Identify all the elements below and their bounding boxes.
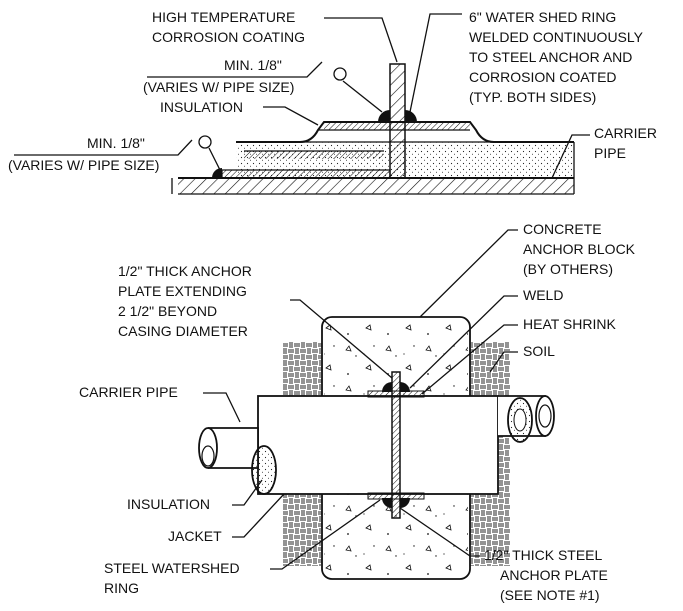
weld-upper-label-1: MIN. 1/8" — [224, 57, 282, 73]
weld-top-right — [405, 110, 417, 122]
weld-lower-label-1: MIN. 1/8" — [87, 135, 145, 151]
ring-label-1: 6" WATER SHED RING — [469, 9, 616, 25]
steel-plate-label-3: (SEE NOTE #1) — [500, 587, 600, 603]
concrete-label-1: CONCRETE — [523, 221, 602, 237]
casing — [257, 395, 499, 495]
ring-label-4: CORROSION COATED — [469, 69, 617, 85]
weld-bottom-left — [212, 168, 222, 178]
plate-label-1: 1/2" THICK ANCHOR — [118, 263, 252, 279]
carrier-pipe-wall — [178, 178, 574, 194]
weld-label: WELD — [523, 287, 563, 303]
anchor-plate-vertical — [391, 371, 401, 519]
coating-label-1: HIGH TEMPERATURE — [152, 9, 295, 25]
carrier-pipe-label: CARRIER PIPE — [79, 384, 178, 400]
concrete-label-2: ANCHOR BLOCK — [523, 241, 636, 257]
plate-label-2: PLATE EXTENDING — [118, 283, 247, 299]
concrete-label-3: (BY OTHERS) — [523, 261, 613, 277]
soil-label: SOIL — [523, 343, 555, 359]
coating-label-2: CORROSION COATING — [152, 29, 305, 45]
bottom-insulation-label: INSULATION — [127, 496, 210, 512]
watershed-label-2: RING — [104, 580, 139, 596]
carrier-label-1: CARRIER — [594, 125, 657, 141]
steel-plate-label-2: ANCHOR PLATE — [500, 567, 608, 583]
watershed-label-1: STEEL WATERSHED — [104, 560, 240, 576]
ring-label-3: TO STEEL ANCHOR AND — [469, 49, 632, 65]
weld-lower-label-2: (VARIES W/ PIPE SIZE) — [8, 157, 159, 173]
jacket-label: JACKET — [168, 528, 222, 544]
plate-label-3: 2 1/2" BEYOND — [118, 303, 217, 319]
carrier-label-2: PIPE — [594, 145, 626, 161]
steel-anchor-plate — [389, 63, 406, 179]
bottom-elevation-detail — [198, 229, 555, 580]
top-section-detail — [14, 13, 590, 195]
weld-top-left — [378, 110, 390, 122]
plate-label-4: CASING DIAMETER — [118, 323, 248, 339]
ring-label-5: (TYP. BOTH SIDES) — [469, 89, 596, 105]
steel-plate-label-1: 1/2" THICK STEEL — [484, 547, 603, 563]
heat-shrink-label: HEAT SHRINK — [523, 316, 616, 332]
ring-label-2: WELDED CONTINUOUSLY — [469, 29, 644, 45]
top-insulation-label: INSULATION — [160, 99, 243, 115]
weld-upper-label-2: (VARIES W/ PIPE SIZE) — [143, 79, 294, 95]
